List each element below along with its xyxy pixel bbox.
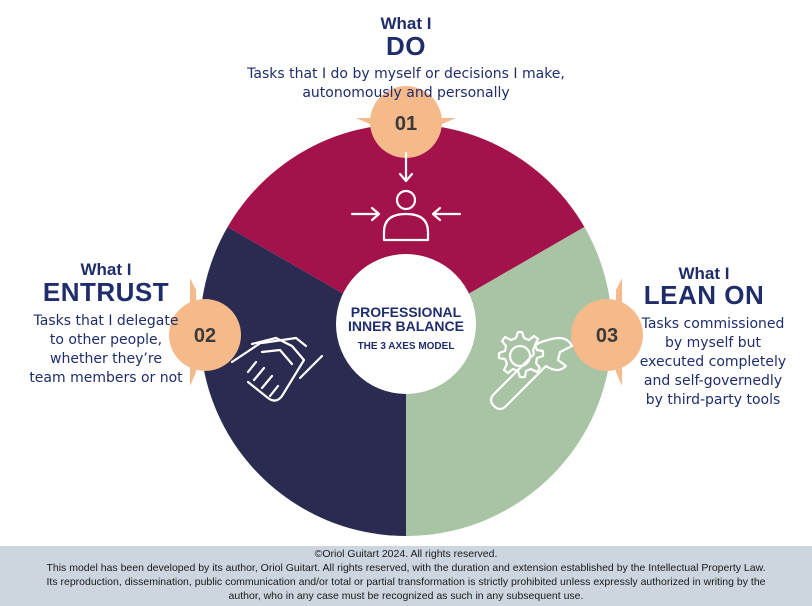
badge-01-label: 01 xyxy=(395,113,417,135)
center-title-line1: PROFESSIONAL xyxy=(351,304,462,320)
three-axes-diagram: 01 02 03 PROFESSIONAL INNER BALANCE THE … xyxy=(169,86,643,536)
do-description-line: Tasks that I do by myself or decisions I… xyxy=(247,66,565,82)
badge-02-label: 02 xyxy=(194,325,216,347)
rights-notice-line: author, who in any case must be recogniz… xyxy=(228,590,584,602)
copyright-line: ©Oriol Guitart 2024. All rights reserved… xyxy=(314,548,498,560)
entrust-heading: ENTRUST xyxy=(42,277,170,307)
lean-on-description: Tasks commissioned by myself but execute… xyxy=(628,315,798,410)
badge-01 xyxy=(370,86,442,158)
copyright-footer: ©Oriol Guitart 2024. All rights reserved… xyxy=(0,546,812,606)
center-circle xyxy=(336,254,476,394)
entrust-kicker: What I xyxy=(80,260,132,279)
do-description: Tasks that I do by myself or decisions I… xyxy=(206,65,606,103)
lean-on-description-line: Tasks commissioned xyxy=(641,316,785,332)
entrust-description-line: Tasks that I delegate xyxy=(33,313,179,329)
lean-on-kicker: What I xyxy=(678,264,730,283)
badge-03 xyxy=(571,299,643,371)
segment-do xyxy=(227,124,585,330)
badge-02 xyxy=(169,299,241,371)
handshake-icon xyxy=(230,336,324,402)
gear-and-wrench-icon xyxy=(489,330,574,411)
lean-on-description-line: executed completely xyxy=(639,354,787,370)
do-kicker: What I xyxy=(380,14,432,33)
center-title-line2: INNER BALANCE xyxy=(348,318,464,334)
rights-notice-line: Its reproduction, dissemination, public … xyxy=(46,576,766,588)
do-description-line: autonomously and personally xyxy=(302,85,510,101)
person-with-inward-arrows-icon xyxy=(350,151,462,242)
entrust-description-line: to other people, xyxy=(49,332,163,348)
lean-on-heading: LEAN ON xyxy=(643,280,765,310)
rights-notice-line: This model has been developed by its aut… xyxy=(46,562,766,574)
center-subtitle: THE 3 AXES MODEL xyxy=(358,341,455,352)
entrust-description-line: whether they’re xyxy=(50,351,162,367)
lean-on-description-line: by third-party tools xyxy=(645,392,781,408)
entrust-description: Tasks that I delegate to other people, w… xyxy=(18,312,194,388)
lean-on-description-line: and self-governedly xyxy=(643,373,783,389)
do-heading: DO xyxy=(386,31,426,61)
badge-03-label: 03 xyxy=(596,325,618,347)
entrust-description-line: team members or not xyxy=(29,370,183,386)
lean-on-description-line: by myself but xyxy=(665,335,761,351)
